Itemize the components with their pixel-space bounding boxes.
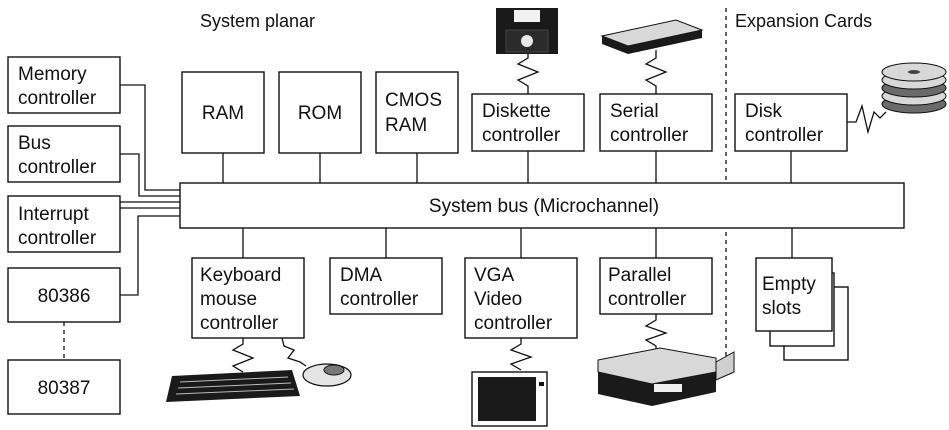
- system-bus-label: System bus (Microchannel): [429, 196, 659, 217]
- memory-controller-block: Memory controller: [7, 56, 121, 114]
- keyboard-label-2: mouse: [200, 289, 257, 310]
- dma-label-1: DMA: [340, 265, 383, 286]
- keyboard-label-1: Keyboard: [200, 265, 281, 286]
- cpu-80386-label: 80386: [38, 286, 91, 307]
- mouse-icon: [302, 363, 352, 387]
- serial-label-1: Serial: [610, 101, 659, 122]
- mouse-cable: [281, 337, 307, 367]
- ram-block: RAM: [181, 71, 265, 154]
- printer-cable: [644, 314, 668, 352]
- disk-label-1: Disk: [745, 101, 782, 122]
- keyboard-mouse-controller-block: Keyboard mouse controller: [191, 257, 305, 339]
- diskette-controller-block: Diskette controller: [471, 93, 585, 152]
- dma-controller-block: DMA controller: [329, 257, 443, 315]
- cpu-80386-block: 80386: [7, 267, 121, 323]
- cmos-ram-block: CMOS RAM: [375, 71, 459, 154]
- disk-label-2: controller: [745, 125, 824, 146]
- diskette-icon: [496, 8, 558, 54]
- vga-label-3: controller: [474, 313, 553, 334]
- diskette-label-1: Diskette: [482, 101, 551, 122]
- keyboard-label-3: controller: [200, 313, 279, 334]
- empty-slots-label-1: Empty: [762, 274, 816, 295]
- diskette-cable: [516, 52, 540, 94]
- bus-controller-label-2: controller: [18, 157, 97, 178]
- vga-label-2: Video: [474, 289, 522, 310]
- fpu-80387-label: 80387: [38, 378, 91, 399]
- system-bus: System bus (Microchannel): [179, 182, 905, 229]
- bus-controller-label-1: Bus: [18, 133, 51, 154]
- vga-video-controller-block: VGA Video controller: [464, 257, 578, 339]
- interrupt-controller-block: Interrupt controller: [7, 195, 121, 253]
- disk-controller-block: Disk controller: [734, 93, 848, 152]
- interrupt-controller-label-2: controller: [18, 228, 97, 249]
- serial-controller-block: Serial controller: [599, 93, 713, 152]
- expansion-cards-heading: Expansion Cards: [735, 11, 872, 31]
- diskette-label-2: controller: [482, 125, 561, 146]
- fpu-80387-block: 80387: [7, 359, 121, 415]
- rom-block: ROM: [278, 71, 362, 154]
- rom-label: ROM: [298, 103, 342, 124]
- cmos-label-1: CMOS: [385, 90, 442, 111]
- memory-controller-label-1: Memory: [18, 64, 87, 85]
- empty-slots-stack: Empty slots: [755, 257, 849, 361]
- serial-cable: [644, 50, 668, 94]
- keyboard-cable: [231, 338, 255, 373]
- parallel-label-1: Parallel: [608, 265, 671, 286]
- cmos-label-2: RAM: [385, 115, 427, 136]
- keyboard-icon: [166, 370, 300, 402]
- modem-icon: [600, 19, 704, 54]
- disk-cable: [847, 103, 887, 135]
- cpu-bus-wire: [120, 215, 180, 296]
- parallel-label-2: controller: [608, 289, 687, 310]
- printer-icon: [597, 347, 735, 406]
- empty-slots-label-2: slots: [762, 298, 801, 319]
- vga-label-1: VGA: [474, 265, 514, 286]
- monitor-cable: [509, 338, 533, 371]
- system-planar-heading: System planar: [200, 11, 315, 31]
- bus-controller-block: Bus controller: [7, 125, 121, 183]
- interrupt-controller-label-1: Interrupt: [18, 204, 89, 225]
- bus-controller-wire: [120, 153, 180, 197]
- ram-label: RAM: [202, 103, 244, 124]
- dma-label-2: controller: [340, 289, 419, 310]
- hard-disk-icon: [881, 62, 947, 114]
- serial-label-2: controller: [610, 125, 689, 146]
- monitor-icon: [471, 371, 548, 427]
- memory-controller-label-2: controller: [18, 88, 97, 109]
- parallel-controller-block: Parallel controller: [599, 257, 713, 315]
- memory-bus-wire: [120, 84, 180, 191]
